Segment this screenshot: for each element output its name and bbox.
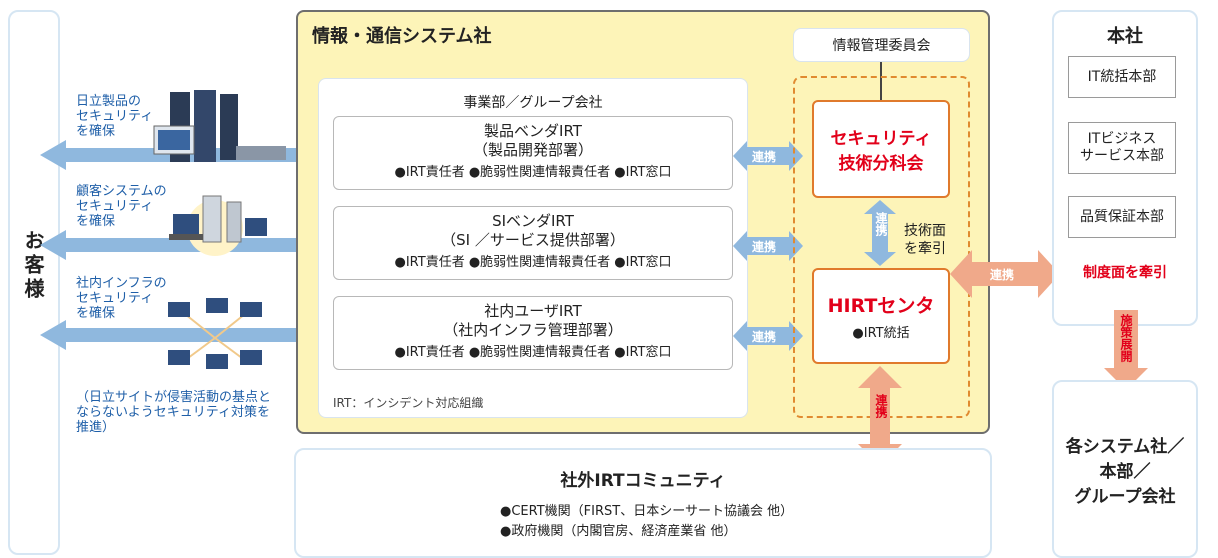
irt-roles: ●IRT責任者 ●脆弱性関連情報責任者 ●IRT窓口 [394,165,672,180]
security-committee-line2: 技術分科会 [838,154,924,174]
hirt-sub: ●IRT統括 [852,326,910,341]
link-label-3: 連携 [752,330,777,344]
link-arrow-vertical-blue [864,200,896,266]
link-label-external: 連携 [874,394,888,418]
customer-panel [8,10,60,555]
irt-sub: （SI ／サービス提供部署） [441,231,625,249]
external-item-cert: ●CERT機関（FIRST、日本シーサート協議会 他） [500,504,794,519]
deploy-label: 施策展開 [1119,314,1133,362]
external-community-panel [294,448,992,558]
left-label-customer-systems: 顧客システムのセキュリティを確保 [76,184,167,229]
hirt-title: HIRTセンタ [827,295,935,317]
link-arrow-external [858,366,902,466]
security-committee-line1: セキュリティ [830,129,932,149]
link-arrows-blue [733,141,803,351]
customer-label: お客様 [21,230,45,302]
irt-note: IRT：インシデント対応組織 [333,396,484,410]
division-group-title: 事業部／グループ会社 [463,95,603,111]
deploy-arrow [1104,310,1148,390]
irt-sub: （製品開発部署） [472,141,593,159]
hq-lead: 制度面を牽引 [1083,265,1167,281]
company-title: 情報・通信システム社 [312,26,492,47]
hq-unit-quality: 品質保証本部 [1068,196,1176,238]
irt-title: 製品ベンダIRT [484,122,582,140]
hq-unit-itbiz: ITビジネスサービス本部 [1068,122,1176,174]
committee-connector [880,62,882,102]
left-label-infra: 社内インフラのセキュリティを確保 [76,276,167,321]
committee-box: 情報管理委員会 [793,28,970,62]
left-label-products: 日立製品のセキュリティを確保 [76,94,154,139]
hirt-center-box: HIRTセンタ ●IRT統括 [812,268,950,364]
irt-si-vendor: SIベンダIRT （SI ／サービス提供部署） ●IRT責任者 ●脆弱性関連情報… [333,206,733,280]
irt-roles: ●IRT責任者 ●脆弱性関連情報責任者 ●IRT窓口 [394,345,672,360]
irt-title: 社内ユーザIRT [484,302,582,320]
internal-network-icon [168,298,262,369]
irt-sub: （社内インフラ管理部署） [443,321,623,339]
server-rack-icon [153,90,286,162]
hq-title: 本社 [1107,26,1143,47]
link-label-hq: 連携 [990,268,1015,282]
link-arrow-hq [950,250,1060,298]
external-item-gov: ●政府機関（内閣官房、経済産業省 他） [500,524,737,539]
irt-roles: ●IRT責任者 ●脆弱性関連情報責任者 ●IRT窓口 [394,255,672,270]
hq-unit-it: IT統括本部 [1068,56,1176,98]
link-label-vertical: 連携 [874,212,888,236]
committee-label: 情報管理委員会 [832,38,931,54]
left-note: （日立サイトが侵害活動の基点とならないようセキュリティ対策を推進） [76,390,272,435]
link-label-2: 連携 [752,240,777,254]
irt-product-vendor: 製品ベンダIRT （製品開発部署） ●IRT責任者 ●脆弱性関連情報責任者 ●I… [333,116,733,190]
security-committee-box: セキュリティ 技術分科会 [812,100,950,198]
customer-system-icon [169,195,267,256]
irt-title: SIベンダIRT [492,212,574,230]
tech-lead-label: 技術面を牽引 [904,223,946,257]
other-companies-panel: 各システム社／ 本部／ グループ会社 [1052,380,1198,558]
link-label-1: 連携 [752,150,777,164]
irt-internal-user: 社内ユーザIRT （社内インフラ管理部署） ●IRT責任者 ●脆弱性関連情報責任… [333,296,733,370]
external-title: 社外IRTコミュニティ [560,471,726,491]
